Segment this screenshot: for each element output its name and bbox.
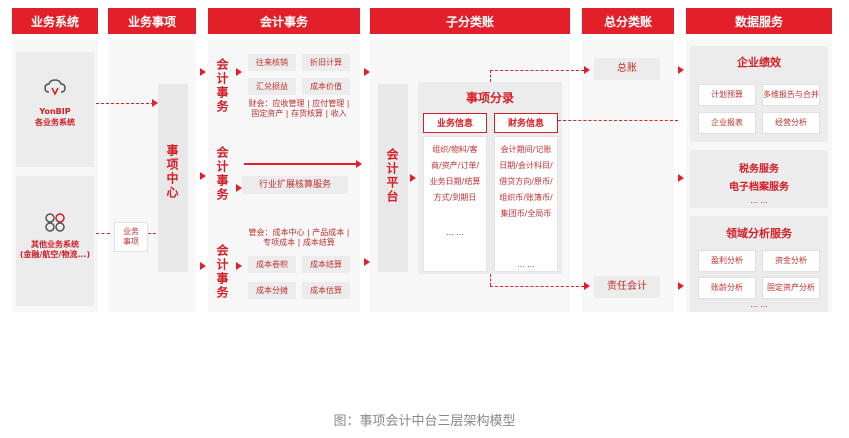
other-system-label: 其他业务系统 (金融/航空/物流...)	[19, 240, 91, 259]
accounting-platform-box	[378, 84, 408, 272]
arrow-head	[364, 68, 370, 76]
domain-item-fund: 资金分析	[762, 250, 820, 272]
domain-ellipsis: ... ...	[750, 300, 768, 309]
cluster-icon	[44, 212, 66, 232]
acct-item-cost-value: 成本价值	[302, 78, 350, 95]
responsibility-accounting-box: 责任会计	[594, 276, 660, 298]
cost-estimate: 成本估算	[302, 282, 350, 299]
arrow-line	[96, 233, 110, 234]
arrow-head	[678, 282, 684, 290]
domain-item-profit: 盈利分析	[698, 250, 756, 272]
connector-line	[558, 120, 678, 121]
industry-extension-button: 行业扩展核算服务	[242, 176, 348, 194]
fin-info-title-box	[494, 113, 558, 133]
biz-info-title: 业务信息	[436, 119, 473, 129]
biz-info-body-box	[423, 136, 487, 272]
cost-rollup: 成本卷积	[248, 256, 296, 273]
header-general-ledger: 总分类账	[582, 8, 674, 34]
arrow-head	[200, 68, 206, 76]
event-center-box	[158, 84, 188, 272]
perf-item-enterprise-report: 企业报表	[698, 112, 756, 134]
arrow-head	[236, 68, 242, 76]
main-arrow-head	[356, 160, 362, 168]
header-business-item: 业务事项	[108, 8, 196, 34]
domain-item-aging: 账龄分析	[698, 277, 756, 299]
fin-info-ellipsis: ... ...	[517, 260, 535, 269]
arrow-head	[364, 258, 370, 266]
archive-service-title: 电子档案服务	[729, 182, 789, 193]
accounting-group1-text: 财会：应收管理 | 应付管理 | 固定资产 | 存货核算 | 收入	[248, 99, 350, 118]
arrow-head	[678, 174, 684, 182]
fin-info-body-box	[494, 136, 558, 272]
arrow-head	[678, 66, 684, 74]
connector-line	[490, 286, 584, 287]
other-system-box	[16, 176, 94, 306]
fin-info-body: 会计期间/记账日期/会计科目/借贷方向/原币/组织币/账簿币/集团币/全局币	[499, 145, 553, 218]
yonbip-box	[16, 52, 94, 167]
arrow-line	[96, 103, 154, 104]
header-accounting-item: 会计事务	[208, 8, 360, 34]
biz-info-body: 组织/物料/客商/资产/订单/业务日期/结算方式/到期日	[429, 145, 481, 202]
perf-title: 企业绩效	[737, 56, 781, 69]
tax-archive-ellipsis: ... ...	[750, 196, 768, 205]
entry-title: 事项分录	[465, 91, 514, 105]
figure-caption: 图：事项会计中台三层架构模型	[333, 414, 516, 429]
perf-item-operation-analysis: 经营分析	[762, 112, 820, 134]
arrow-head	[236, 262, 242, 270]
acct-item-exchange: 汇兑损益	[248, 78, 296, 95]
arrow-head	[152, 99, 158, 107]
domain-item-fixed-asset: 固定资产分析	[762, 277, 820, 299]
biz-info-title-box	[423, 113, 487, 133]
acct-item-depreciation: 折旧计算	[302, 54, 350, 71]
arrow-head	[200, 172, 206, 180]
tax-service-title: 税务服务	[739, 164, 779, 175]
header-sub-ledger: 子分类账	[370, 8, 570, 34]
perf-item-budget: 计划预算	[698, 84, 756, 106]
fin-info-title: 财务信息	[507, 119, 544, 129]
header-data-service: 数据服务	[686, 8, 832, 34]
main-arrow-line	[244, 163, 358, 165]
general-ledger-box: 总账	[594, 58, 660, 80]
domain-title: 领域分析服务	[726, 227, 792, 240]
accounting-group2-label: 会计事务	[215, 146, 229, 202]
arrow-head	[584, 282, 590, 290]
business-item-small-box: 业务 事项	[114, 222, 148, 252]
column-general-ledger	[582, 40, 674, 312]
acct-item-write-off: 往来核销	[248, 54, 296, 71]
yonbip-label: YonBIP 各业务系统	[35, 107, 75, 127]
biz-info-ellipsis: ... ...	[446, 228, 464, 237]
connector-line	[490, 274, 491, 286]
arrow-head	[410, 174, 416, 182]
perf-item-report-consolidation: 多维报告与合并	[762, 84, 820, 106]
connector-line	[490, 70, 491, 82]
header-business-system: 业务系统	[12, 8, 98, 34]
accounting-platform-label: 会计平台	[385, 148, 399, 204]
cost-allocation: 成本分摊	[248, 282, 296, 299]
arrow-head	[236, 184, 242, 192]
cost-settlement: 成本结算	[302, 256, 350, 273]
cloud-icon	[44, 78, 66, 96]
arrow-head	[584, 66, 590, 74]
accounting-group3-label: 会计事务	[215, 244, 229, 300]
accounting-group3-text: 管会：成本中心 | 产品成本 | 专项成本 | 成本结算	[248, 228, 350, 247]
connector-line	[490, 70, 584, 71]
tax-archive-panel	[690, 150, 828, 208]
event-center-label: 事项中心	[165, 144, 179, 200]
arrow-head	[200, 262, 206, 270]
accounting-group1-label: 会计事务	[215, 58, 229, 114]
arrow-line	[148, 233, 156, 234]
